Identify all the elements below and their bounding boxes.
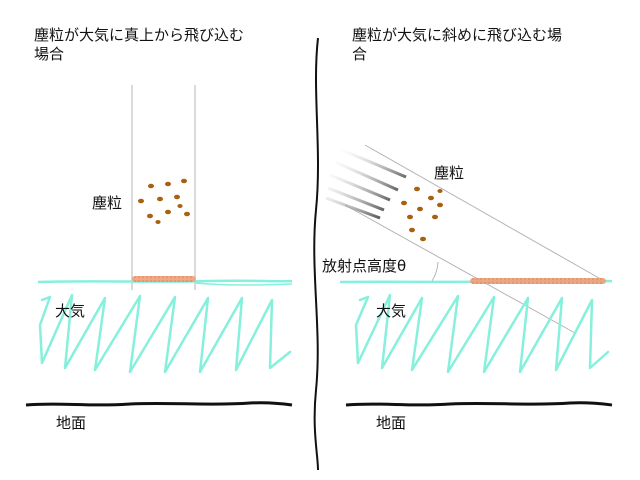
left-panel — [25, 85, 293, 407]
left-atmosphere-label: 大気 — [55, 302, 86, 320]
left-ground-line — [25, 401, 293, 407]
left-impact-band — [132, 276, 196, 282]
right-impact-band — [470, 278, 606, 284]
right-panel-title: 塵粒が大気に斜めに飛び込む場合 — [352, 26, 563, 63]
left-panel-title: 塵粒が大気に真上から飛び込む場合 — [34, 26, 245, 63]
left-atmosphere-boundary — [37, 279, 293, 284]
right-dust-particles — [401, 186, 443, 242]
right-atmosphere-scribble — [354, 293, 610, 374]
panel-divider — [313, 37, 319, 471]
right-dust-label: 塵粒 — [434, 164, 465, 182]
left-dust-label: 塵粒 — [92, 194, 123, 212]
left-atmosphere-scribble — [38, 293, 292, 374]
right-panel — [325, 144, 613, 407]
radiant-altitude-label: 放射点高度θ — [322, 257, 407, 275]
left-dust-particles — [138, 178, 190, 224]
left-dust-streaks — [137, 105, 189, 172]
right-atmosphere-label: 大気 — [376, 302, 407, 320]
left-ground-label: 地面 — [56, 414, 87, 432]
angle-arc — [431, 261, 439, 282]
right-beam-guide-lower — [344, 204, 576, 334]
right-ground-label: 地面 — [376, 414, 407, 432]
right-ground-line — [345, 401, 613, 407]
right-beam-guide-upper — [364, 144, 607, 283]
right-dust-streaks — [325, 148, 407, 220]
